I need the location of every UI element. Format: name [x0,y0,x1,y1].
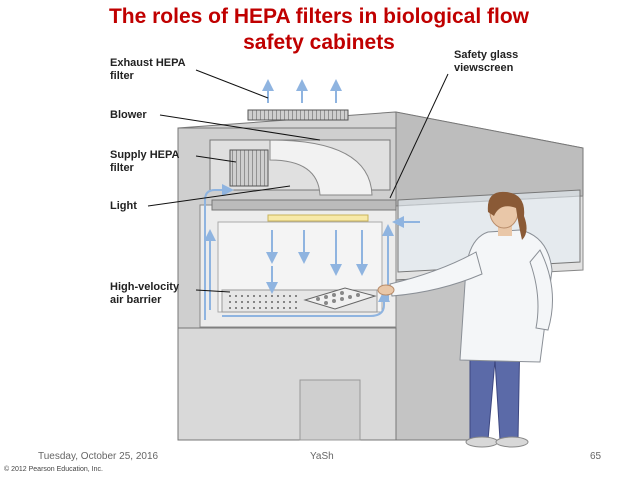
slide-title: The roles of HEPA filters in biological … [0,4,638,56]
air-barrier-label: High-velocity air barrier [110,281,179,307]
blower-label: Blower [110,109,147,121]
supply-hepa-label-line2: filter [110,162,134,174]
supply-hepa-label: Supply HEPA filter [110,149,179,175]
title-line-2: safety cabinets [243,31,395,54]
copyright-notice: © 2012 Pearson Education, Inc. [4,466,103,473]
supply-hepa-label-line1: Supply HEPA [110,149,180,161]
leader-lines [147,69,449,293]
air-barrier-label-line2: air barrier [110,294,162,306]
airflow-arrows [204,79,420,320]
footer-page-number: 65 [590,451,602,462]
safety-glass-label: Safety glass viewscreen [454,49,518,75]
safety-glass-label-line2: viewscreen [454,62,514,74]
title-line-1: The roles of HEPA filters in biological … [108,5,530,28]
tube-rack [303,287,377,310]
light-label: Light [110,200,137,212]
footer-author: YaSh [310,451,334,462]
exhaust-hepa-label: Exhaust HEPA filter [110,57,186,83]
air-barrier-label-line1: High-velocity [110,281,180,293]
exhaust-hepa-label-line1: Exhaust HEPA [110,57,186,69]
scientist-figure [377,191,553,448]
exhaust-hepa-filter [247,109,349,121]
light-strip [267,214,369,222]
supply-hepa-filter [229,149,269,187]
safety-glass-label-line1: Safety glass [454,49,519,61]
exhaust-hepa-label-line2: filter [110,70,134,82]
footer-date: Tuesday, October 25, 2016 [38,451,159,462]
